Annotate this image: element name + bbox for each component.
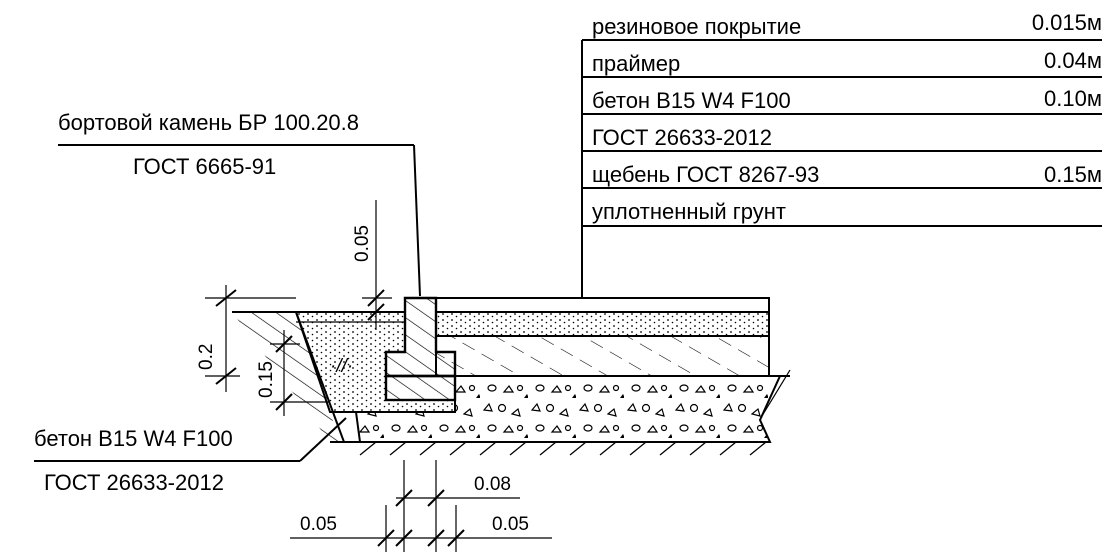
layer-name-0: резиновое покрытие [592,14,801,39]
layer-thickness-4: 0.15м [1044,162,1102,187]
dim-bottom-right: 0.05 [492,514,529,535]
layer-name-2: бетон В15 W4 F100 [592,88,791,113]
layer-name-1: праймер [592,51,680,76]
dim-top-gap: 0.05 [352,225,373,262]
svg-text:·//·: ·//· [330,356,353,377]
dim-bottom-mid: 0.08 [474,474,511,495]
layer-name-4: щебень ГОСТ 8267-93 [592,162,819,187]
layer-name-5: уплотненный грунт [592,199,786,224]
dim-left-inner: 0.15 [256,361,277,398]
curb-label-line1: бортовой камень БР 100.20.8 [58,110,359,135]
concrete-label: бетон В15 W4 F100 ГОСТ 26633-2012 [34,417,347,495]
dim-left-total: 0.2 [196,344,217,370]
layer-table: резиновое покрытие 0.015м праймер 0.04м … [581,10,1102,300]
curb-label: бортовой камень БР 100.20.8 ГОСТ 6665-91 [58,110,421,297]
dimension-top: 0.05 [352,200,392,330]
layer-thickness-1: 0.04м [1044,48,1102,73]
dim-bottom-left: 0.05 [300,514,337,535]
cross-section: ·//· [232,296,791,456]
layer-name-3: ГОСТ 26633-2012 [592,125,772,150]
concrete-label-line2: ГОСТ 26633-2012 [44,470,224,495]
dimension-left: 0.2 0.15 [196,285,330,416]
layer-thickness-0: 0.015м [1032,10,1102,35]
curb-label-line2: ГОСТ 6665-91 [133,154,276,179]
concrete-label-line1: бетон В15 W4 F100 [34,426,233,451]
dimension-bottom: 0.08 0.05 0.05 [290,460,552,552]
layer-thickness-2: 0.10м [1044,86,1102,111]
